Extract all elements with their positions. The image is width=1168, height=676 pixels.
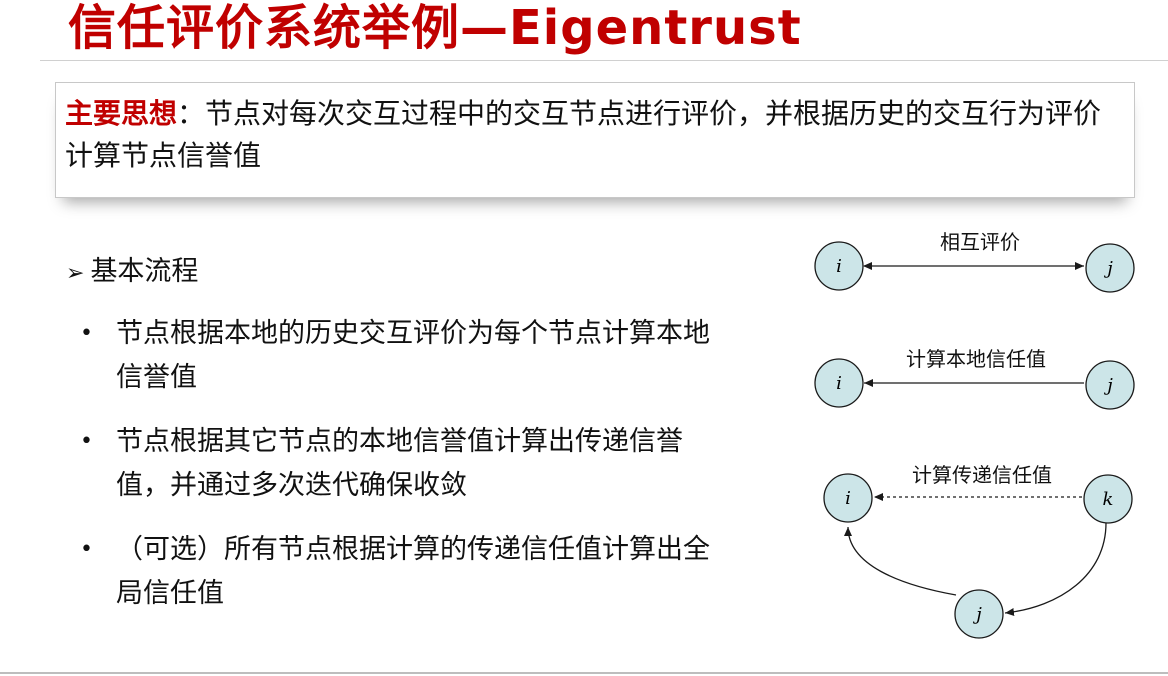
- node-i-circle: [814, 241, 864, 291]
- title-divider: [40, 60, 1168, 61]
- k-to-j-arrow: [1004, 522, 1107, 616]
- local-trust-label: 计算本地信任值: [906, 347, 1046, 371]
- bullet-text: 节点根据本地的历史交互评价为每个节点计算本地信誉值: [116, 318, 710, 393]
- node-j-circle: [1085, 360, 1135, 410]
- main-idea-box: 主要思想：节点对每次交互过程中的交互节点进行评价，并根据历史的交互行为评价计算节…: [55, 82, 1135, 198]
- bullet-dot-icon: •: [80, 537, 93, 562]
- bullet-text: 节点根据其它节点的本地信誉值计算出传递信誉值，并通过多次迭代确保收敛: [116, 426, 683, 501]
- node-j-label: j: [972, 604, 982, 625]
- list-item: • 节点根据本地的历史交互评价为每个节点计算本地信誉值: [78, 312, 718, 400]
- process-bullet-list: • 节点根据本地的历史交互评价为每个节点计算本地信誉值 • 节点根据其它节点的本地信…: [78, 312, 718, 636]
- node-i-circle: [814, 358, 864, 408]
- bullet-dot-icon: •: [80, 429, 93, 454]
- main-idea-separator: ：: [177, 97, 206, 130]
- footer-divider: [0, 672, 1168, 674]
- arrow-bullet-icon: ➢: [66, 261, 85, 286]
- main-idea-text: 节点对每次交互过程中的交互节点进行评价，并根据历史的交互行为评价计算节点信誉值: [65, 97, 1102, 172]
- local-trust-group: 计算本地信任值 i j: [814, 347, 1135, 410]
- j-to-i-arrow: [844, 526, 957, 596]
- transitive-trust-group: 计算传递信任值 i k j: [823, 463, 1133, 639]
- main-idea-label: 主要思想: [65, 97, 178, 130]
- bullet-dot-icon: •: [80, 321, 93, 346]
- node-i-label: i: [836, 256, 842, 277]
- transitive-trust-label: 计算传递信任值: [912, 463, 1052, 487]
- trust-diagram: 相互评价 i j 计算本地信任值 i j 计算传递信任值 i k j: [814, 230, 1135, 639]
- section-heading: ➢基本流程: [66, 252, 198, 294]
- bullet-text: （可选）所有节点根据计算的传递信任值计算出全局信任值: [116, 534, 710, 609]
- node-i-circle: [823, 473, 873, 523]
- mutual-evaluation-group: 相互评价 i j: [814, 230, 1135, 293]
- mutual-label: 相互评价: [940, 230, 1020, 254]
- node-j-label: j: [1103, 258, 1113, 279]
- node-i-label: i: [836, 373, 842, 394]
- list-item: • 节点根据其它节点的本地信誉值计算出传递信誉值，并通过多次迭代确保收敛: [78, 420, 718, 508]
- node-i-label: i: [845, 488, 851, 509]
- node-j-circle: [1085, 243, 1135, 293]
- node-j-circle: [954, 589, 1004, 639]
- node-k-label: k: [1103, 489, 1114, 510]
- section-heading-text: 基本流程: [90, 256, 199, 287]
- slide-title: 信任评价系统举例—Eigentrust: [68, 0, 802, 56]
- node-j-label: j: [1103, 375, 1113, 396]
- node-k-circle: [1083, 474, 1133, 524]
- list-item: • （可选）所有节点根据计算的传递信任值计算出全局信任值: [78, 528, 718, 616]
